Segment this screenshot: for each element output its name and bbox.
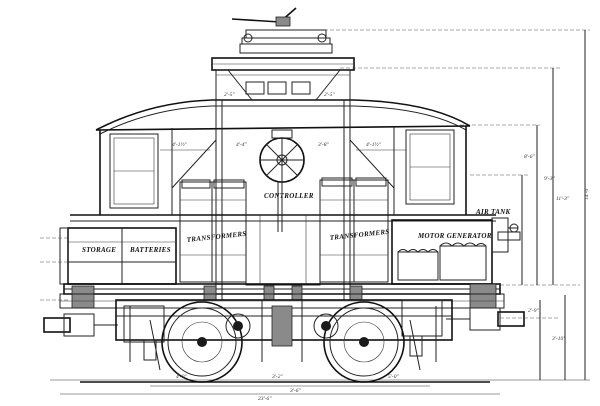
- dim-top-right: 2'-5": [324, 92, 336, 98]
- dim-cab-left: 4'-4": [236, 141, 248, 148]
- label-air-tank: AIR TANK: [475, 208, 512, 216]
- couplers: [43, 307, 525, 337]
- trolley-assembly: [231, 7, 333, 54]
- label-controller: CONTROLLER: [264, 192, 314, 200]
- dim-height-2: 8'-6": [524, 154, 536, 160]
- cab-body: [95, 99, 471, 300]
- controller-handwheel: [259, 129, 305, 232]
- dim-height-1: 9'-3": [544, 176, 556, 182]
- dim-overall: 23'-6": [258, 396, 272, 402]
- underframe: [59, 283, 505, 309]
- dim-cab-right: 3'-8": [317, 142, 330, 148]
- dim-side-2: 3'-10": [551, 336, 566, 342]
- brake-rigging: [80, 306, 490, 383]
- equipment-deck: [59, 214, 521, 286]
- truck-frame: [115, 299, 453, 362]
- dim-window-right: 4'-1½": [366, 141, 382, 148]
- dim-wheel: 3'-6": [289, 388, 302, 394]
- wheel-right: [313, 301, 405, 383]
- dim-base-3: 5'-0": [388, 374, 400, 380]
- dim-base-2: 3'-2": [271, 374, 284, 380]
- label-storage: STORAGE: [82, 246, 116, 254]
- dim-base-1: 4'-0": [176, 373, 188, 380]
- wheel-left: [161, 301, 251, 383]
- dim-top-left: 2'-5": [224, 92, 236, 98]
- dim-window-left: 4'-1½": [172, 141, 188, 148]
- label-transformers-right: TRANSFORMERS: [329, 228, 390, 242]
- label-motor-generator: MOTOR GENERATOR: [417, 232, 492, 240]
- label-transformers-left: TRANSFORMERS: [186, 230, 247, 244]
- transformers-right: [319, 177, 389, 283]
- dim-height-4: 14'-0": [583, 186, 590, 200]
- dim-side-1: 2'-9": [528, 308, 540, 314]
- label-batteries: BATTERIES: [129, 246, 171, 254]
- dimension-lines: [40, 29, 590, 395]
- dim-height-3: 11'-3": [556, 196, 570, 202]
